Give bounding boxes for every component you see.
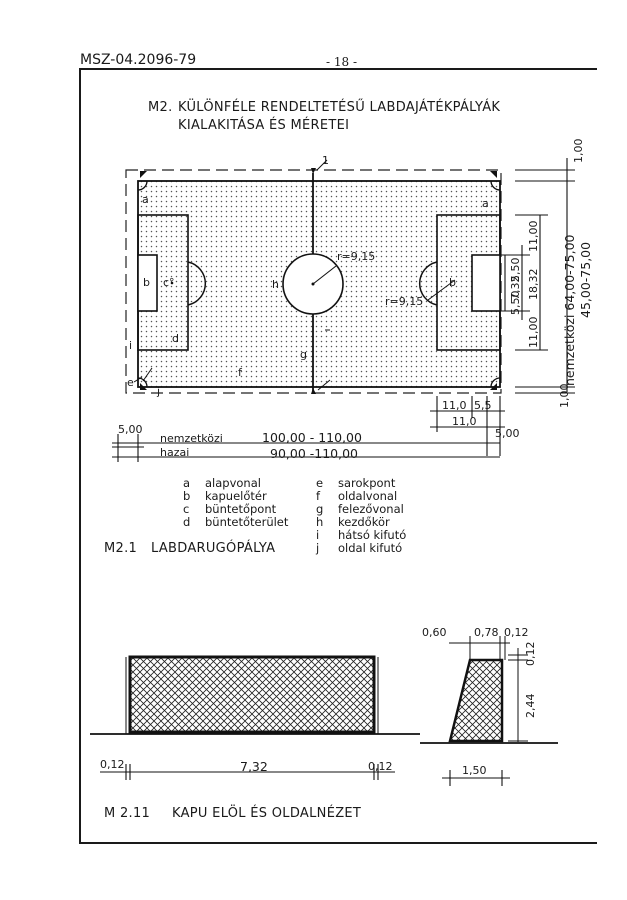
goal-area-right bbox=[471, 254, 501, 312]
dim-right-5-50-bottom: 5,50 bbox=[509, 290, 522, 316]
label-e: e bbox=[127, 376, 134, 389]
label-centre-radius: r=9,15 bbox=[337, 250, 376, 263]
goal-front-view bbox=[90, 655, 420, 780]
frame-left-border bbox=[79, 68, 81, 843]
dim-bottom-label-hazai: hazai bbox=[160, 446, 190, 459]
dim-bottom-11-0-a: 11,0 bbox=[442, 399, 467, 412]
label-g: g bbox=[300, 348, 307, 361]
dim-bottom-5-5: 5,5 bbox=[474, 399, 492, 412]
label-j: j bbox=[157, 385, 161, 398]
goal-front-dim-732: 7,32 bbox=[240, 759, 268, 774]
goal-side-dim-012-right: 0,12 bbox=[524, 641, 537, 667]
section-m211-number: M 2.11 bbox=[104, 806, 151, 821]
label-b-left: b bbox=[143, 276, 150, 289]
dim-right-hazai-width: 45,00-75,00 bbox=[578, 241, 593, 318]
goal-side-dim-244: 2,44 bbox=[524, 693, 537, 719]
dim-right-nemzetkozi-width: nemzetközi 64,00-75,00 bbox=[562, 234, 577, 386]
dim-bottom-11-0-b: 11,0 bbox=[452, 415, 477, 428]
section-m21-title: LABDARUGÓPÁLYA bbox=[151, 541, 276, 556]
label-one: 1 bbox=[322, 154, 329, 167]
goal-front-dim-012-left: 0,12 bbox=[100, 758, 125, 771]
goal-side-dim-060: 0,60 bbox=[422, 626, 447, 639]
label-b-right: b bbox=[449, 276, 456, 289]
dim-right-18-32: 18,32 bbox=[527, 268, 540, 301]
document-code: MSZ-04.2096-79 bbox=[80, 52, 197, 68]
label-i: i bbox=[129, 339, 133, 352]
dim-bottom-5-00-left: 5,00 bbox=[118, 423, 143, 436]
page-number: - 18 - bbox=[326, 55, 358, 69]
dim-right-11-00-bottom: 11,00 bbox=[527, 316, 540, 349]
label-c: c° bbox=[163, 276, 175, 289]
label-f: f bbox=[238, 366, 242, 379]
dim-bottom-5-00-right: 5,00 bbox=[495, 427, 520, 440]
frame-top-border bbox=[79, 68, 597, 70]
goal-side-dim-150: 1,50 bbox=[462, 764, 487, 777]
label-d: d bbox=[172, 332, 179, 345]
goal-area-left bbox=[137, 254, 158, 312]
football-field bbox=[133, 159, 501, 394]
section-m2-title-line1: KÜLÖNFÉLE RENDELTETÉSŰ LABDAJÁTÉKPÁLYÁK bbox=[178, 100, 501, 115]
goal-side-dim-078: 0,78 bbox=[474, 626, 499, 639]
goal-front-dim-012-right: 0,12 bbox=[368, 760, 393, 773]
goal-side-view bbox=[420, 636, 558, 786]
bottom-dimensions bbox=[112, 396, 505, 462]
section-m21-number: M2.1 bbox=[104, 541, 138, 556]
section-m211-title: KAPU ELÖL ÉS OLDALNÉZET bbox=[172, 806, 362, 821]
section-m2-number: M2. bbox=[148, 100, 173, 115]
section-m2-title-line2: KIALAKITÁSA ÉS MÉRETEI bbox=[178, 118, 350, 133]
dim-bottom-label-nemzetkozi: nemzetközi bbox=[160, 432, 223, 445]
dim-right-1-00-bottom: 1,00 bbox=[558, 383, 571, 409]
dim-right-11-00-top: 11,00 bbox=[527, 220, 540, 253]
frame-bottom-border bbox=[79, 842, 597, 844]
label-a-right: a bbox=[482, 197, 489, 210]
dim-bottom-value-hazai: 90,00 -110,00 bbox=[270, 446, 359, 461]
label-h: h bbox=[272, 278, 279, 291]
dim-right-1-00: 1,00 bbox=[572, 138, 585, 164]
goal-side-dim-012-top: 0,12 bbox=[504, 626, 529, 639]
label-penalty-radius: r=9,15 bbox=[385, 295, 424, 308]
dim-bottom-value-nemzetkozi: 100,00 - 110,00 bbox=[262, 430, 362, 445]
right-dimensions bbox=[500, 158, 575, 394]
label-a-left: a bbox=[142, 193, 149, 206]
